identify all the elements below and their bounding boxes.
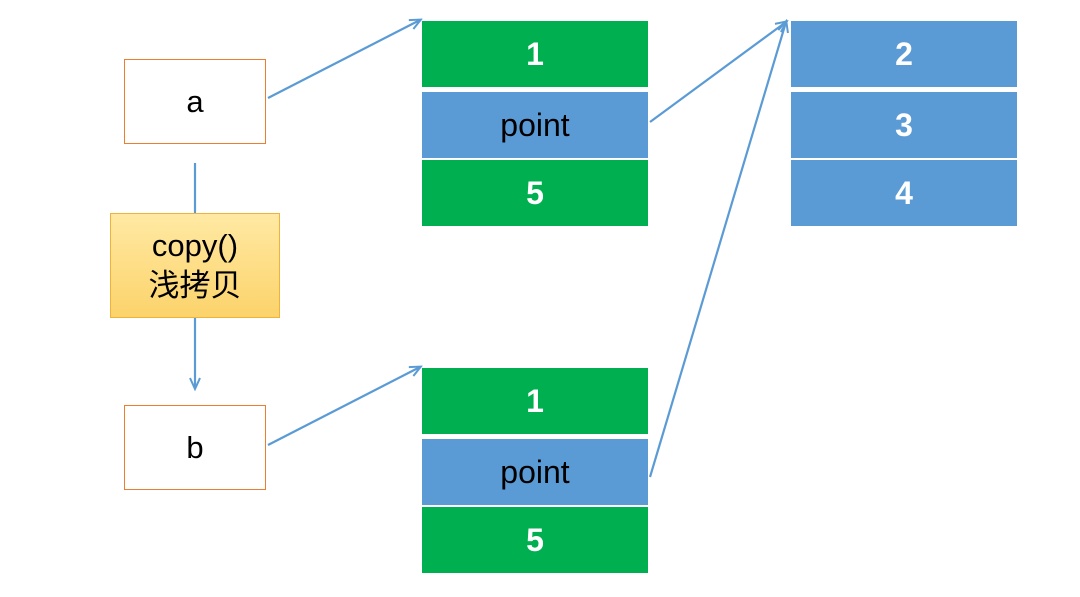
arrow-b-to-list-b — [267, 367, 420, 446]
list-a-cell-0: 1 — [422, 21, 648, 87]
nested-list-cell-0: 2 — [791, 21, 1017, 87]
list-a-cell-1-pointer: point — [422, 92, 648, 158]
copy-operation-box: copy() 浅拷贝 — [110, 213, 280, 318]
arrow-list-a-point-to-nested — [649, 22, 786, 123]
copy-operation-caption: 浅拷贝 — [148, 267, 242, 303]
variable-a-label: a — [186, 83, 204, 119]
copy-operation-method: copy() — [151, 227, 239, 263]
list-b-cell-1-pointer: point — [422, 439, 648, 505]
list-b-cell-2: 5 — [422, 507, 648, 573]
list-b-cell-0: 1 — [422, 368, 648, 434]
nested-list-cell-1: 3 — [791, 92, 1017, 158]
variable-b: b — [124, 405, 266, 490]
nested-list-cell-2: 4 — [791, 160, 1017, 226]
arrow-list-b-point-to-nested — [648, 22, 786, 478]
variable-b-label: b — [186, 429, 204, 465]
variable-a: a — [124, 59, 266, 144]
arrow-a-to-list-a — [267, 20, 420, 99]
list-a-cell-2: 5 — [422, 160, 648, 226]
